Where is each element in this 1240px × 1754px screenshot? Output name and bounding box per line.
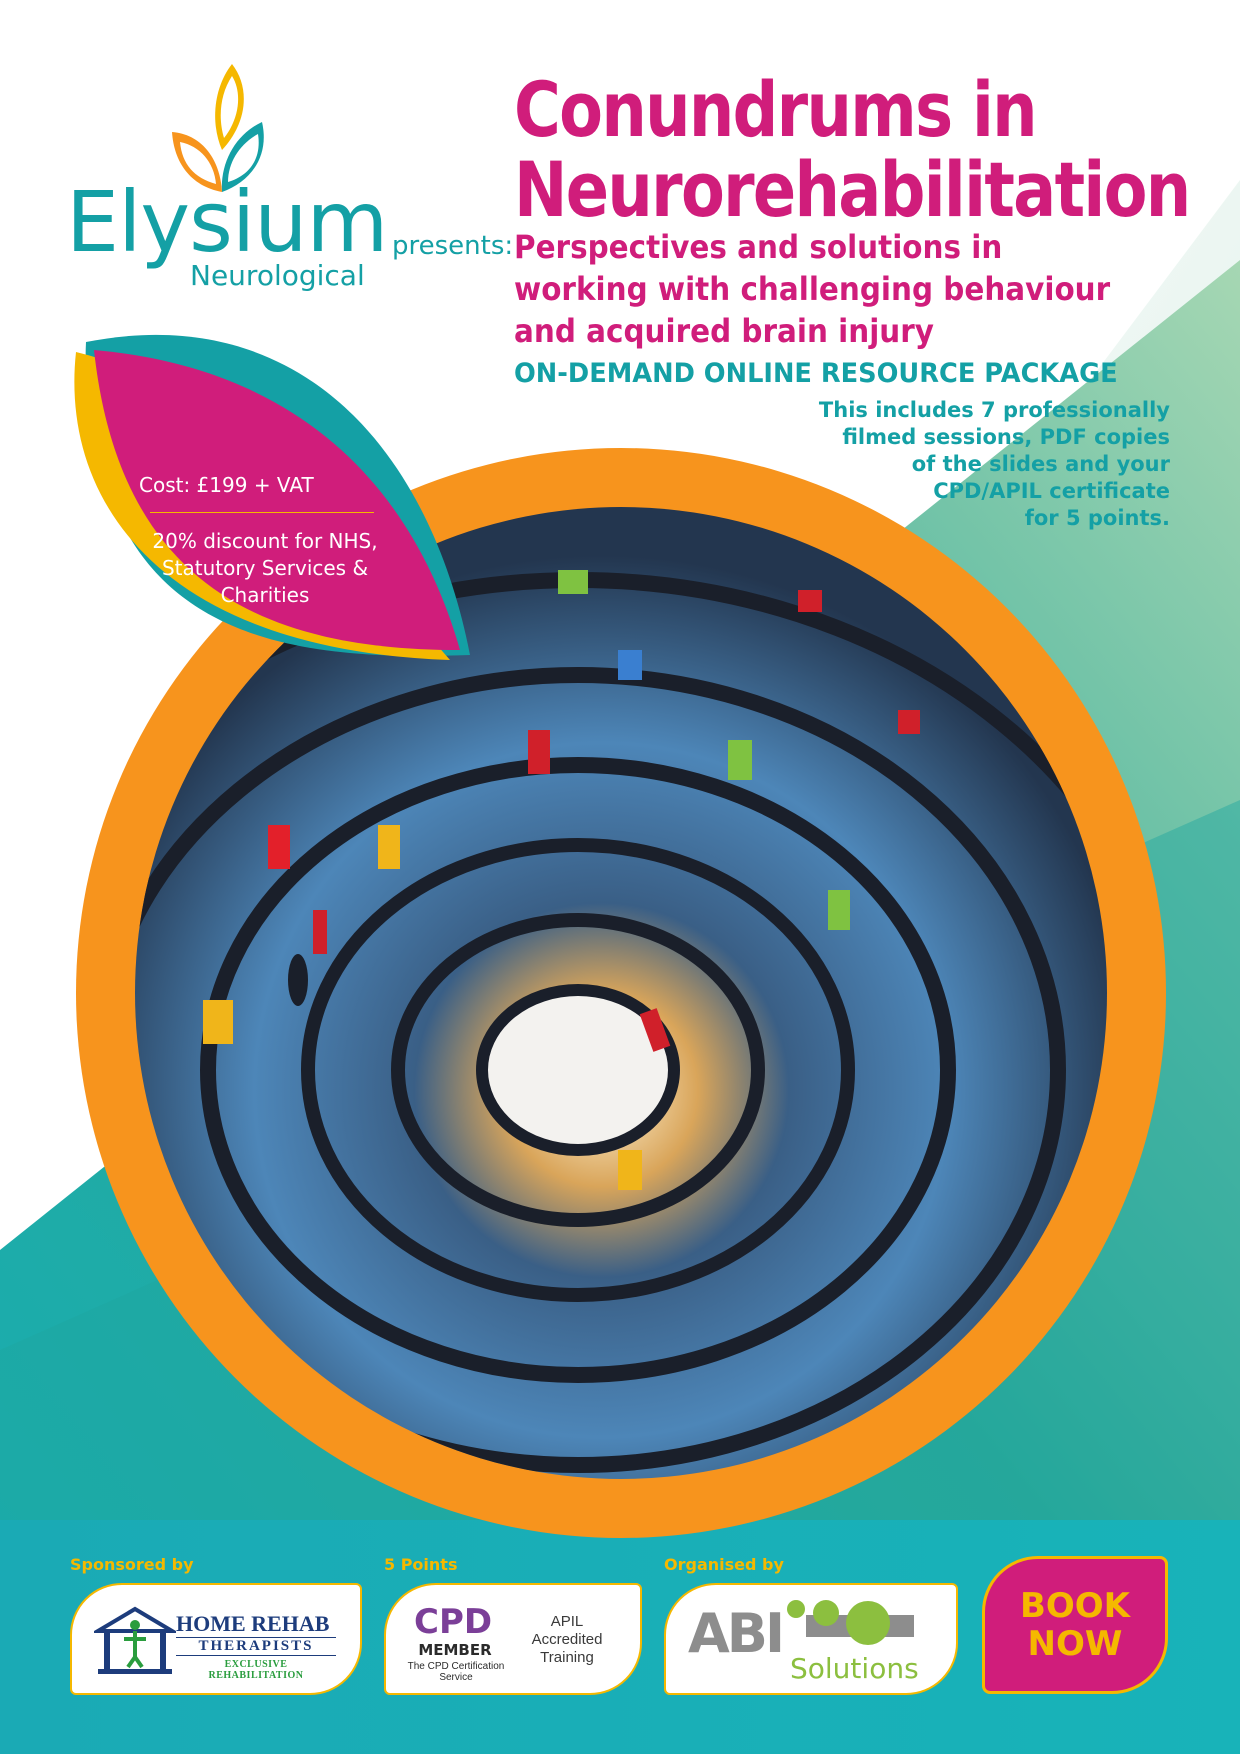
sponsor-name: HOME REHAB [176,1611,330,1636]
includes-line: of the slides and your [911,452,1170,476]
sponsor-line3: EXCLUSIVE REHABILITATION [208,1659,304,1681]
brand-subtitle: Neurological [190,259,365,292]
now-label: NOW [1027,1624,1123,1664]
sponsored-label: Sponsored by [70,1555,194,1574]
organised-label: Organised by [664,1555,784,1574]
title-line-1: Conundrums in [514,65,1038,154]
page-subtitle: Perspectives and solutions in working wi… [514,228,1111,350]
page-title: Conundrums in Neurorehabilitation [514,65,1191,234]
includes-line: CPD/APIL certificate [933,479,1170,503]
discount-text: 20% discount for NHS, Statutory Services… [130,528,400,609]
includes-text: This includes 7 professionally filmed se… [770,397,1170,532]
home-rehab-logo-icon [94,1606,176,1674]
apil-line: Accredited [531,1631,603,1648]
includes-line: filmed sessions, PDF copies [842,425,1170,449]
brand-name: Elysium [66,173,388,271]
includes-line: This includes 7 professionally [818,398,1170,422]
cpd-member-label: MEMBER [414,1641,496,1659]
abi-logo-text: ABI [688,1602,785,1665]
points-label: 5 Points [384,1555,458,1574]
book-label: BOOK [1019,1586,1131,1626]
offer-leaf-badge [74,334,470,660]
apil-text: APIL Accredited Training [512,1613,622,1667]
apil-line: APIL [550,1613,584,1630]
book-now-button[interactable]: BOOK NOW [982,1556,1168,1694]
cost-text: Cost: £199 + VAT [139,473,314,497]
organiser-card[interactable]: ABI Solutions [664,1583,958,1695]
leaf-logo-icon [172,64,264,192]
discount-line: 20% discount for NHS, [152,529,378,553]
discount-line: Charities [220,583,310,607]
discount-line: Statutory Services & [161,556,369,580]
sponsor-line2: THERAPISTS [176,1637,336,1656]
abi-circles-icon [787,1600,914,1645]
title-line-2: Neurorehabilitation [514,145,1191,234]
divider [150,512,374,513]
sponsor-card[interactable]: HOME REHAB THERAPISTS EXCLUSIVE REHABILI… [70,1583,362,1695]
includes-line: for 5 points. [1024,506,1170,530]
solutions-text: Solutions [790,1652,919,1685]
cpd-logo: CPD [414,1602,493,1642]
package-heading: ON-DEMAND ONLINE RESOURCE PACKAGE [514,358,1118,389]
apil-line: Training [540,1649,594,1666]
accreditation-card: CPD MEMBER The CPD Certification Service… [384,1583,642,1695]
cpd-service-label: The CPD Certification Service [407,1661,505,1683]
presents-label: presents: [392,231,514,261]
maze-illustration [76,448,1166,1538]
